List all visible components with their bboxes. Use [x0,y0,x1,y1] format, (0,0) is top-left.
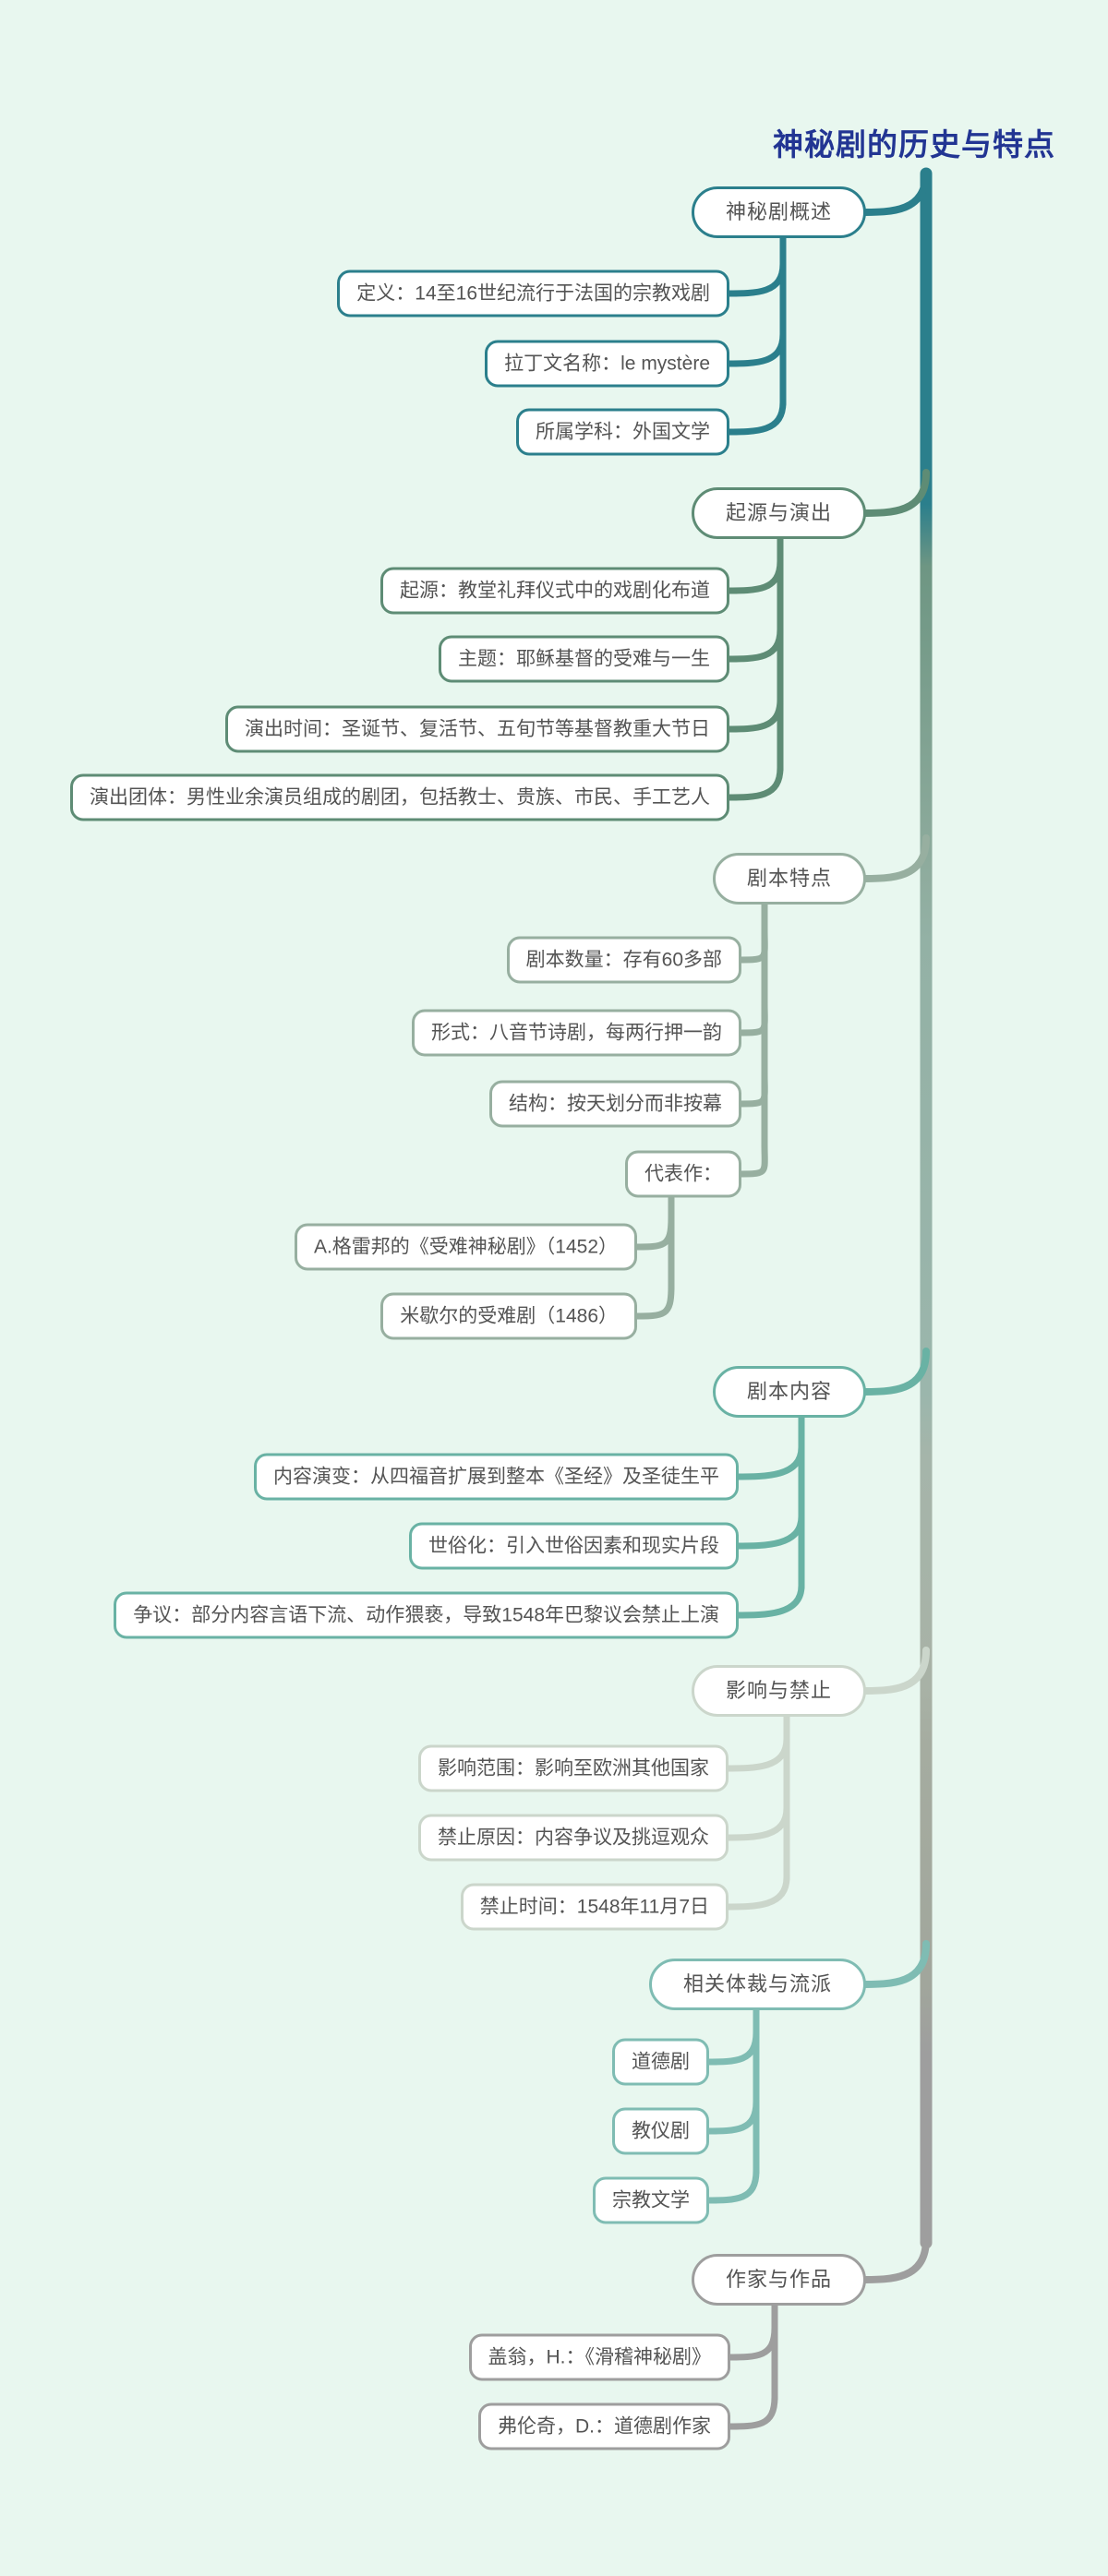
topic-node[interactable]: 起源与演出 [691,487,866,539]
branch-connector [857,834,930,882]
child-connector [721,1874,790,1911]
topic-node[interactable]: 相关体裁与流派 [648,1959,866,2010]
child-connector [731,1582,805,1619]
child-connector [722,260,787,297]
branch-connector [857,2235,930,2283]
subtopic-node[interactable]: 定义：14至16世纪流行于法国的宗教戏剧 [337,270,729,318]
child-connector [702,2098,760,2135]
topic-node[interactable]: 影响与禁止 [691,1665,866,1717]
child-connector [722,330,787,367]
topic-node[interactable]: 剧本特点 [712,853,866,905]
child-connector [734,1071,768,1108]
subtopic-node[interactable]: 禁止原因：内容争议及挑逗观众 [418,1814,729,1862]
subtopic-node[interactable]: 宗教文学 [593,2176,709,2224]
child-connector [731,1444,805,1480]
child-connector [734,1000,768,1036]
child-connector [734,1141,768,1178]
subtopic-node[interactable]: 结构：按天划分而非按幕 [489,1080,741,1128]
child-connector [723,2393,778,2430]
subtopic-node[interactable]: 主题：耶稣基督的受难与一生 [439,635,729,683]
child-connector [722,399,787,436]
child-connector [723,2324,778,2361]
child-connector [702,2029,760,2066]
subtopic-node[interactable]: 世俗化：引入世俗因素和现实片段 [409,1522,739,1570]
subtopic-node[interactable]: 拉丁文名称：le mystère [485,340,729,388]
subtopic-node[interactable]: 影响范围：影响至欧洲其他国家 [418,1744,729,1792]
subtopic-node[interactable]: 盖翁，H.：《滑稽神秘剧》 [468,2333,730,2381]
child-connector [734,927,768,964]
branch-connector [857,1348,930,1396]
root-topic[interactable]: 神秘剧的历史与特点 [773,127,1055,162]
subtopic-node[interactable]: 代表作： [625,1150,741,1198]
child-connector [722,764,784,801]
subtopic-node[interactable]: 起源：教堂礼拜仪式中的戏剧化布道 [380,567,729,615]
child-connector [630,1283,675,1320]
branch-connector [857,168,930,216]
subtopic-node[interactable]: 争议：部分内容言语下流、动作猥亵，导致1548年巴黎议会禁止上演 [114,1591,739,1639]
child-connector [721,1804,790,1841]
branch-connector [857,1647,930,1695]
subtopic-node[interactable]: 教仪剧 [612,2107,709,2155]
subtopic-node[interactable]: 米歇尔的受难剧（1486） [380,1292,637,1340]
subtopic-node[interactable]: 所属学科：外国文学 [516,408,729,456]
child-connector [722,557,784,594]
subtopic-node[interactable]: 禁止时间：1548年11月7日 [460,1883,729,1931]
subtopic-node[interactable]: 弗伦奇，D.：道德剧作家 [478,2402,730,2450]
subtopic-node[interactable]: 剧本数量：存有60多部 [506,936,741,984]
subtopic-node[interactable]: 道德剧 [612,2038,709,2086]
subtopic-node[interactable]: 内容演变：从四福音扩展到整本《圣经》及圣徒生平 [254,1453,739,1501]
child-connector [721,1735,790,1772]
child-connector [722,626,784,663]
branch-connector [857,1940,930,1988]
branch-connector [857,469,930,517]
topic-node[interactable]: 作家与作品 [691,2254,866,2306]
topic-node[interactable]: 剧本内容 [712,1366,866,1418]
child-connector [630,1214,675,1251]
subtopic-node[interactable]: 演出时间：圣诞节、复活节、五旬节等基督教重大节日 [225,705,729,753]
topic-node[interactable]: 神秘剧概述 [691,186,866,238]
child-connector [702,2167,760,2204]
subtopic-node[interactable]: A.格雷邦的《受难神秘剧》（1452） [294,1223,637,1271]
child-connector [722,696,784,733]
subtopic-node[interactable]: 演出团体：男性业余演员组成的剧团，包括教士、贵族、市民、手工艺人 [70,773,729,821]
child-connector [731,1513,805,1550]
subtopic-node[interactable]: 形式：八音节诗剧，每两行押一韵 [412,1009,741,1057]
